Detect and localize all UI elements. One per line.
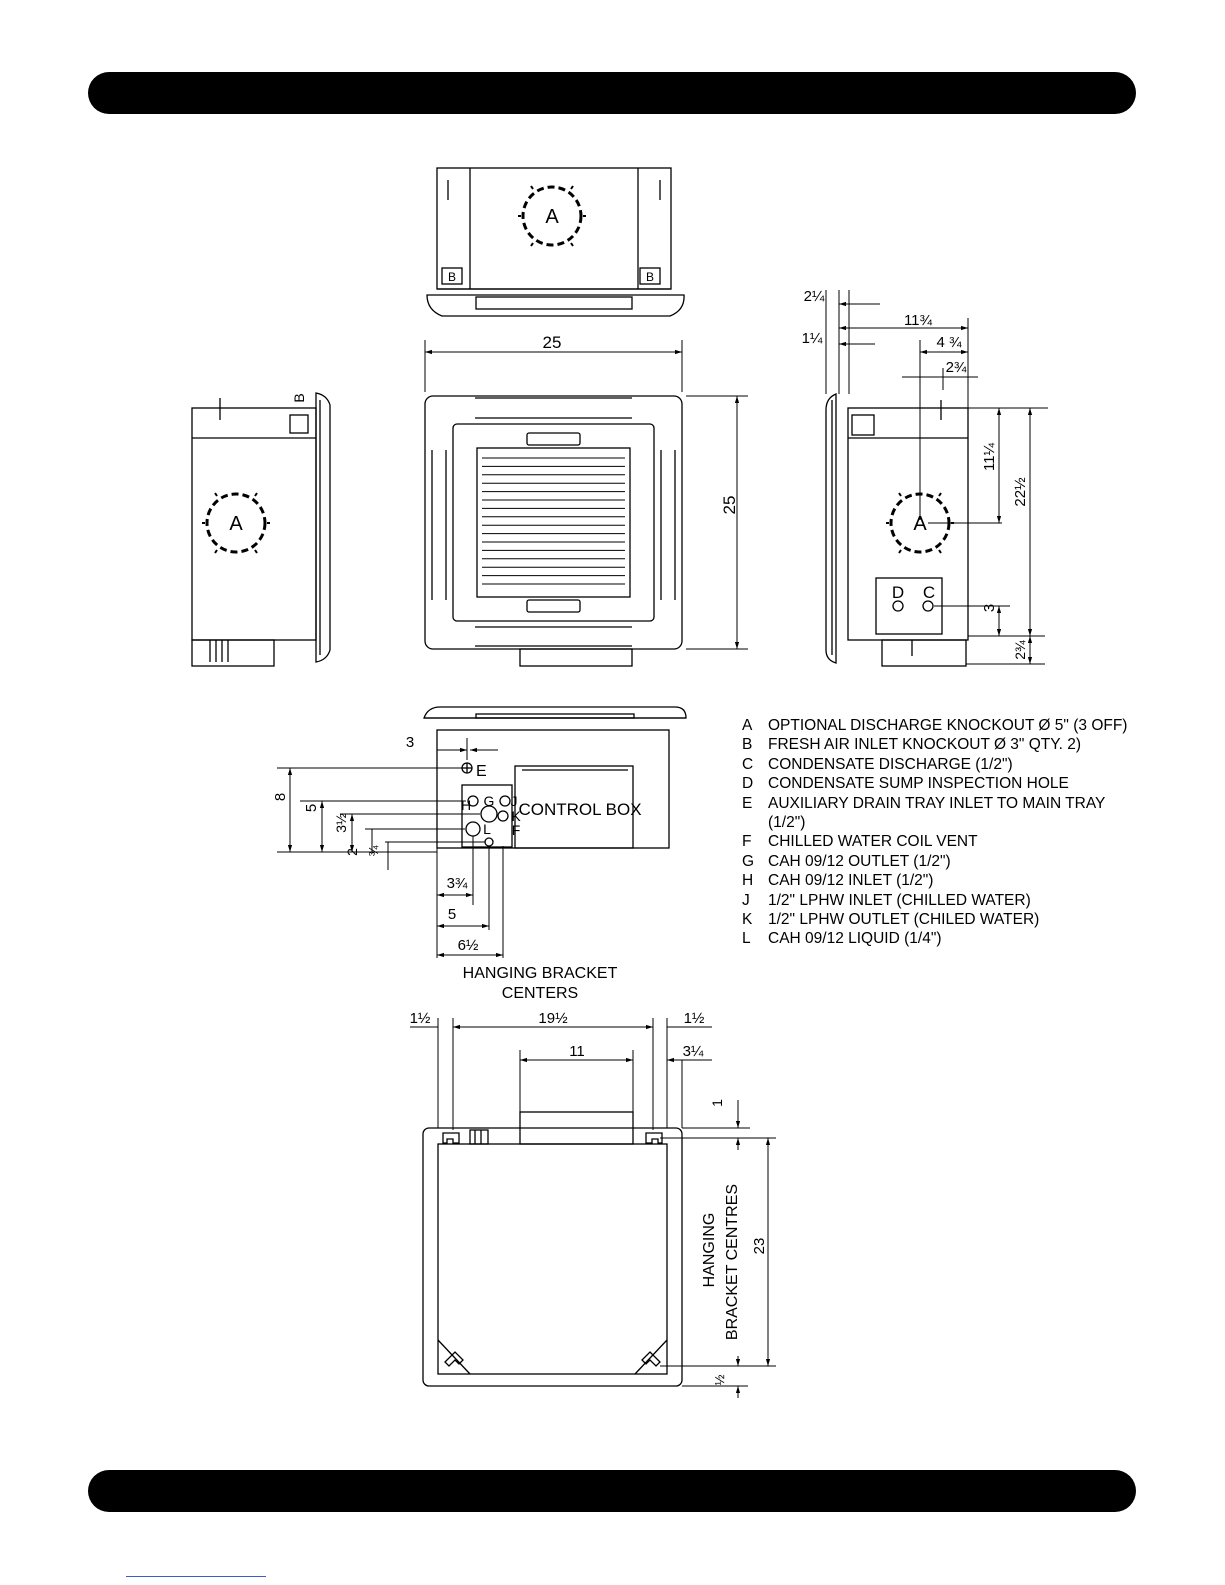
legend-item: H CAH 09/12 INLET (1/2") xyxy=(742,871,1142,890)
footer-bar xyxy=(88,1470,1136,1512)
legend-item: D CONDENSATE SUMP INSPECTION HOLE xyxy=(742,774,1142,793)
dim-right-d5: 2¾ xyxy=(946,359,967,376)
tag-b-left: B xyxy=(448,270,456,284)
dim-bottom-11: 11 xyxy=(569,1043,585,1060)
legend-item: E AUXILIARY DRAIN TRAY INLET TO MAIN TRAY… xyxy=(742,794,1142,833)
legend-text: 1/2" LPHW INLET (CHILLED WATER) xyxy=(768,891,1031,909)
dim-bottom-19-5: 19½ xyxy=(538,1010,568,1027)
port-h-label: H xyxy=(461,797,471,813)
bracket-centres-label-vertical: BRACKET CENTRES xyxy=(724,1184,741,1340)
legend-text: 1/2" LPHW OUTLET (CHILED WATER) xyxy=(768,911,1040,929)
dim-conn-5: 5 xyxy=(303,804,320,812)
dim-bottom-23: 23 xyxy=(751,1238,768,1255)
dim-bottom-1-5-left: 1½ xyxy=(410,1010,431,1027)
dim-bottom-half: ½ xyxy=(712,1374,727,1385)
legend-text: AUXILIARY DRAIN TRAY INLET TO MAIN TRAY … xyxy=(768,794,1106,832)
dim-right-d8: 3 xyxy=(981,604,998,612)
legend-text: CONDENSATE DISCHARGE (1/2") xyxy=(768,755,1013,773)
dim-bottom-1: 1 xyxy=(709,1099,725,1107)
front-width-dim: 25 xyxy=(543,333,562,352)
legend-text: CONDENSATE SUMP INSPECTION HOLE xyxy=(768,775,1069,793)
legend-letter: F xyxy=(742,833,752,851)
port-l-label: L xyxy=(483,821,491,837)
knockout-a-label-top: A xyxy=(545,206,559,228)
legend-letter: G xyxy=(742,852,755,870)
legend-item: A OPTIONAL DISCHARGE KNOCKOUT Ø 5" (3 OFF… xyxy=(742,716,1142,735)
legend-letter: C xyxy=(742,755,754,773)
dim-right-d9: 2¾ xyxy=(1012,640,1028,660)
dim-conn-3-5: 3½ xyxy=(333,813,349,833)
header-bar xyxy=(88,72,1136,114)
dim-right-d3: 1¼ xyxy=(802,330,823,347)
legend-text: CAH 09/12 INLET (1/2") xyxy=(768,872,934,890)
dim-right-d7: 22½ xyxy=(1012,477,1029,507)
centers-label: CENTERS xyxy=(502,985,578,1002)
dim-bottom-3-25: 3¼ xyxy=(683,1043,704,1060)
dim-conn-2: 2 xyxy=(344,848,360,856)
dim-conn-3-75: 3¾ xyxy=(447,875,468,892)
top-view xyxy=(426,167,685,317)
legend-letter: A xyxy=(742,717,753,734)
dim-conn-6-5: 6½ xyxy=(458,937,479,954)
legend-text: CHILLED WATER COIL VENT xyxy=(768,833,978,851)
tag-b-right: B xyxy=(646,270,654,284)
dim-bottom-1-5-right: 1½ xyxy=(684,1010,705,1027)
legend-text: FRESH AIR INLET KNOCKOUT Ø 3" QTY. 2) xyxy=(768,736,1081,754)
dim-conn-8: 8 xyxy=(272,793,289,801)
legend-item: F CHILLED WATER COIL VENT xyxy=(742,832,1142,851)
legend-item: K 1/2" LPHW OUTLET (CHILED WATER) xyxy=(742,910,1142,929)
dim-right-d2: 11¾ xyxy=(904,312,933,329)
connection-view xyxy=(277,706,687,958)
legend-item: J 1/2" LPHW INLET (CHILLED WATER) xyxy=(742,891,1142,910)
dim-conn-h5: 5 xyxy=(448,906,456,923)
dim-conn-3: 3 xyxy=(406,734,414,751)
port-d-label: D xyxy=(892,583,904,602)
legend-letter: H xyxy=(742,872,754,890)
front-dimensions xyxy=(424,340,748,650)
left-view xyxy=(191,392,331,667)
port-c-label: C xyxy=(923,583,935,602)
dim-right-d6: 11¼ xyxy=(981,442,998,471)
legend-text: OPTIONAL DISCHARGE KNOCKOUT Ø 5" (3 OFF) xyxy=(768,717,1128,734)
footer-rule xyxy=(126,1576,266,1577)
knockout-a-label-right: A xyxy=(913,513,927,535)
bottom-view xyxy=(410,1018,776,1398)
hanging-label-vertical: HANGING xyxy=(701,1213,718,1288)
legend-item: B FRESH AIR INLET KNOCKOUT Ø 3" QTY. 2) xyxy=(742,735,1142,754)
port-k-label: K xyxy=(511,808,521,824)
legend: A OPTIONAL DISCHARGE KNOCKOUT Ø 5" (3 OFF… xyxy=(742,716,1142,949)
legend-item: L CAH 09/12 LIQUID (1/4") xyxy=(742,929,1142,948)
legend-text: CAH 09/12 OUTLET (1/2") xyxy=(768,852,951,870)
port-f-label: F xyxy=(512,822,521,838)
dim-right-d4: 4 ¾ xyxy=(936,334,962,351)
legend-item: G CAH 09/12 OUTLET (1/2") xyxy=(742,852,1142,871)
legend-letter: B xyxy=(742,736,753,754)
legend-letter: E xyxy=(742,794,753,812)
legend-item: C CONDENSATE DISCHARGE (1/2") xyxy=(742,755,1142,774)
legend-text: CAH 09/12 LIQUID (1/4") xyxy=(768,930,942,948)
knockout-a-label-left: A xyxy=(229,513,243,535)
dim-conn-3q: ¾ xyxy=(366,845,381,856)
legend-letter: D xyxy=(742,775,754,793)
dim-right-d1: 2¼ xyxy=(804,288,825,305)
port-e-label: E xyxy=(476,763,487,780)
tag-b-side: B xyxy=(291,393,307,402)
hanging-bracket-label: HANGING BRACKET xyxy=(463,965,618,982)
legend-letter: L xyxy=(742,930,751,948)
port-j-label: J xyxy=(511,793,518,809)
right-view xyxy=(825,290,1048,667)
legend-letter: K xyxy=(742,911,753,929)
port-g-label: G xyxy=(484,793,495,809)
front-view xyxy=(424,395,683,667)
legend-letter: J xyxy=(742,891,750,909)
control-box-label: CONTROL BOX xyxy=(518,800,641,819)
front-height-dim: 25 xyxy=(720,496,739,515)
